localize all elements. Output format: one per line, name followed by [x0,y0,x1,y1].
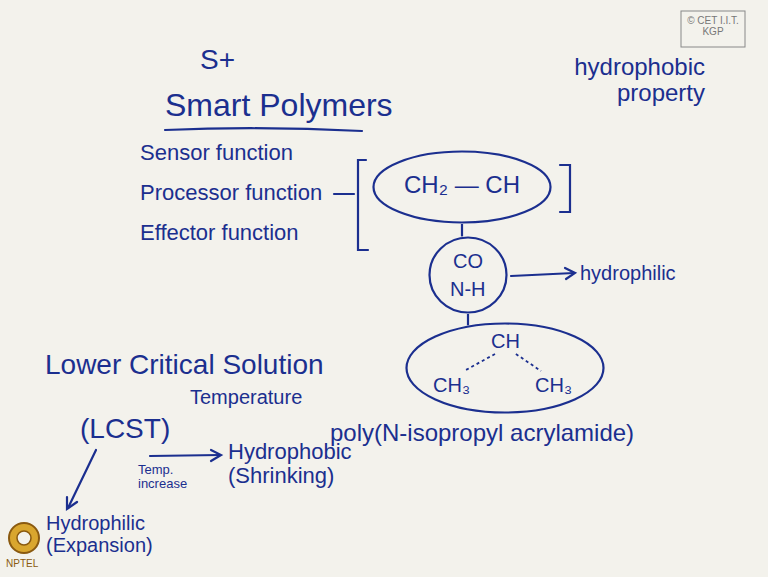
ellipse-outline [374,152,551,223]
node-text: CH₃ [433,374,470,396]
function-item: Sensor function [140,141,293,165]
title-underline [165,128,362,131]
function-item: Processor function [140,181,322,205]
box-outline [681,11,745,47]
arrow-head [67,497,77,509]
node-text: CH₃ [535,374,572,396]
function-item: Effector function [140,221,299,245]
arrow-head [211,450,221,461]
ellipse-outline [428,236,508,314]
pointer-arrow [511,273,574,276]
ellipse-outline [407,324,604,413]
pointer-arrow [150,455,220,456]
node-text: © CET I.I.T. KGP [684,15,742,37]
state-label: Hydrophilic (Expansion) [46,512,171,556]
bond-line [334,193,354,195]
polymer-name: poly(N-isopropyl acrylamide) [330,420,634,446]
polymer-bracket [560,165,570,212]
acronym: (LCST) [80,414,170,445]
slide-title: Smart Polymers [165,88,393,123]
pointer-arrow [68,450,96,508]
term: Lower Critical Solution [45,350,324,381]
ellipse-outline [430,238,507,313]
arrow-head [565,268,575,279]
amide-group: CO N-H [428,236,508,314]
arrow-label: Temp. increase [138,463,200,492]
node-text: N-H [450,278,486,300]
backbone-group: CH₂ — CH [372,150,552,224]
node-text: CO [453,250,483,272]
logo-text: NPTEL [6,558,38,569]
bond-line [516,354,541,371]
nptel-logo [9,523,39,553]
node-text: CH₂ — CH [404,172,520,198]
nptel-logo [17,531,31,545]
term: Temperature [190,386,302,408]
annotation: hydrophilic [580,262,676,284]
slide-mark: S+ [200,45,235,76]
watermark-box: © CET I.I.T. KGP [680,10,746,48]
annotation: hydrophobic property [490,54,705,107]
bond-connector [467,314,469,325]
state-label: Hydrophobic (Shrinking) [228,440,378,488]
node-text: CH [491,330,520,352]
bond-line [464,354,495,371]
isopropyl-group: CH CH₃ CH₃ [405,322,605,414]
polymer-bracket [358,160,368,250]
bond-connector [461,224,463,236]
